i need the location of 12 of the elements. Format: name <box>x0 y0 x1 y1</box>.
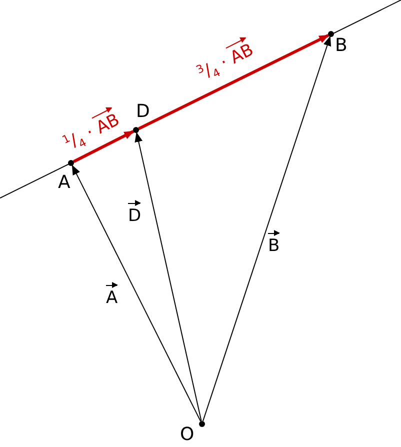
vector-label: D <box>128 200 142 226</box>
point-label: B <box>335 36 348 56</box>
vector-label: B <box>268 230 280 256</box>
vector-arrow <box>138 34 330 130</box>
point-label: A <box>58 173 70 193</box>
point-label: O <box>180 425 194 445</box>
vector-arrow <box>134 132 202 422</box>
point-label: D <box>136 102 150 122</box>
vector-arrow <box>72 164 202 422</box>
vector-arrow <box>202 36 332 422</box>
vector-arrow <box>73 130 134 163</box>
vector-label: A <box>106 282 118 308</box>
